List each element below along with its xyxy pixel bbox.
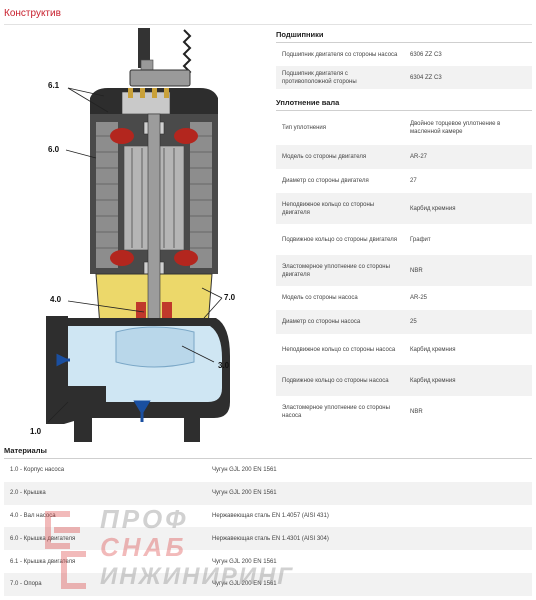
row-value: Двойное торцевое уплотнение в масленной … bbox=[410, 121, 501, 135]
row-label: Эластомерное уплотнение со стороны двига… bbox=[276, 255, 404, 286]
bearings-table: Подшипник двигателя со стороны насоса 63… bbox=[276, 43, 532, 89]
row-label: Диаметр со стороны насоса bbox=[276, 310, 404, 334]
row-value: 6304 ZZ C3 bbox=[404, 66, 532, 89]
row-value: Нержавеющая сталь EN 1.4301 (AISI 304) bbox=[206, 527, 532, 551]
label-6-0: 6.0 bbox=[48, 145, 60, 154]
row-value: AR-25 bbox=[410, 295, 428, 301]
row-label: 2.0 - Крышка bbox=[4, 481, 206, 505]
row-value: NBR bbox=[410, 408, 423, 415]
label-6-1: 6.1 bbox=[48, 81, 60, 90]
table-row: 6.1 - Крышка двигателя Чугун GJL 200 EN 1… bbox=[4, 550, 532, 573]
table-row: Неподвижное кольцо со стороны насоса Карб… bbox=[276, 334, 532, 365]
row-label: 7.0 - Опора bbox=[4, 572, 206, 596]
label-3-0: 3.0 bbox=[218, 361, 230, 370]
row-label: 6.0 - Крышка двигателя bbox=[4, 527, 206, 551]
row-value: Чугун GJL 200 EN 1561 bbox=[212, 467, 277, 474]
section-title: Конструктив bbox=[4, 8, 61, 19]
terminal-screws bbox=[128, 88, 169, 98]
row-label: Неподвижное кольцо со стороны двигателя bbox=[276, 193, 404, 224]
seal-section: Уплотнение вала Тип уплотнения Двойное то… bbox=[276, 98, 532, 427]
table-row: Подшипник двигателя со стороны насоса 63… bbox=[276, 43, 532, 66]
stator-left bbox=[96, 122, 118, 268]
pump-foot bbox=[74, 402, 92, 442]
seal-table: Тип уплотнения Двойное торцевое уплотнени… bbox=[276, 111, 532, 427]
row-value: AR-27 bbox=[404, 145, 532, 169]
row-label: Тип уплотнения bbox=[282, 125, 327, 131]
impeller bbox=[115, 326, 195, 368]
row-label: Модель со стороны двигателя bbox=[276, 145, 404, 169]
label-7-0: 7.0 bbox=[224, 293, 236, 302]
pump-cutaway-diagram: 6.1 6.0 4.0 7.0 3.0 1.0 bbox=[30, 28, 236, 442]
row-value: Графит bbox=[410, 236, 431, 243]
row-value: Нержавеющая сталь EN 1.4057 (AISI 431) bbox=[212, 512, 329, 519]
outlet-arrow bbox=[56, 353, 70, 367]
row-label: 6.1 - Крышка двигателя bbox=[10, 558, 76, 565]
shaft bbox=[147, 113, 161, 339]
row-value: 27 bbox=[410, 178, 417, 184]
materials-title: Материалы bbox=[4, 446, 532, 459]
seal-title: Уплотнение вала bbox=[276, 98, 532, 111]
row-label: Подшипник двигателя со стороны насоса bbox=[282, 51, 398, 58]
mechanical-seal bbox=[136, 302, 146, 322]
row-value: Чугун GJL 200 EN 1561 bbox=[212, 558, 277, 565]
label-1-0: 1.0 bbox=[30, 427, 42, 436]
table-row: 1.0 - Корпус насоса Чугун GJL 200 EN 1561 bbox=[4, 459, 532, 482]
row-label: Подшипник двигателя с противоположной ст… bbox=[276, 66, 404, 89]
row-label: 4.0 - Вал насоса bbox=[10, 512, 56, 519]
pump-foot-right bbox=[184, 406, 200, 442]
seal-right bbox=[162, 302, 172, 322]
table-row: 4.0 - Вал насоса Нержавеющая сталь EN 1.4… bbox=[4, 505, 532, 528]
top-handle bbox=[129, 69, 191, 87]
row-value: NBR bbox=[404, 255, 532, 286]
bearings-title: Подшипники bbox=[276, 30, 532, 43]
row-label: Модель со стороны насоса bbox=[282, 295, 358, 301]
row-label: Подвижное кольцо со стороны насоса bbox=[276, 365, 404, 396]
row-value: Карбид кремния bbox=[404, 193, 532, 224]
row-value: Карбид кремния bbox=[404, 365, 532, 396]
row-label: 1.0 - Корпус насоса bbox=[10, 467, 65, 474]
top-divider bbox=[4, 24, 532, 25]
bearings-section: Подшипники Подшипник двигателя со сторон… bbox=[276, 30, 532, 89]
row-label: Подвижное кольцо со стороны двигателя bbox=[282, 236, 398, 243]
row-value: 6306 ZZ C3 bbox=[410, 51, 442, 58]
table-row: Подшипник двигателя с противоположной ст… bbox=[276, 66, 532, 89]
table-row: Тип уплотнения Двойное торцевое уплотнени… bbox=[276, 111, 532, 145]
label-4-0: 4.0 bbox=[50, 295, 62, 304]
row-label: Неподвижное кольцо со стороны насоса bbox=[282, 346, 396, 353]
table-row: Диаметр со стороны двигателя 27 bbox=[276, 169, 532, 193]
table-row: Эластомерное уплотнение со стороны двига… bbox=[276, 255, 532, 286]
table-row: Эластомерное уплотнение со стороны насос… bbox=[276, 396, 532, 427]
inlet-arrow bbox=[133, 400, 151, 422]
winding-heads bbox=[110, 128, 198, 266]
row-value: Чугун GJL 200 EN 1561 bbox=[206, 572, 532, 596]
table-row: Модель со стороны насоса AR-25 bbox=[276, 286, 532, 310]
stator-right bbox=[190, 122, 212, 268]
power-cable bbox=[138, 28, 150, 68]
row-label: Эластомерное уплотнение со стороны насос… bbox=[282, 404, 390, 419]
row-value: Карбид кремния bbox=[410, 346, 456, 353]
row-label: Диаметр со стороны двигателя bbox=[282, 178, 369, 184]
table-row: Подвижное кольцо со стороны двигателя Гра… bbox=[276, 224, 532, 255]
row-value: Чугун GJL 200 EN 1561 bbox=[206, 481, 532, 505]
row-value: 25 bbox=[404, 310, 532, 334]
